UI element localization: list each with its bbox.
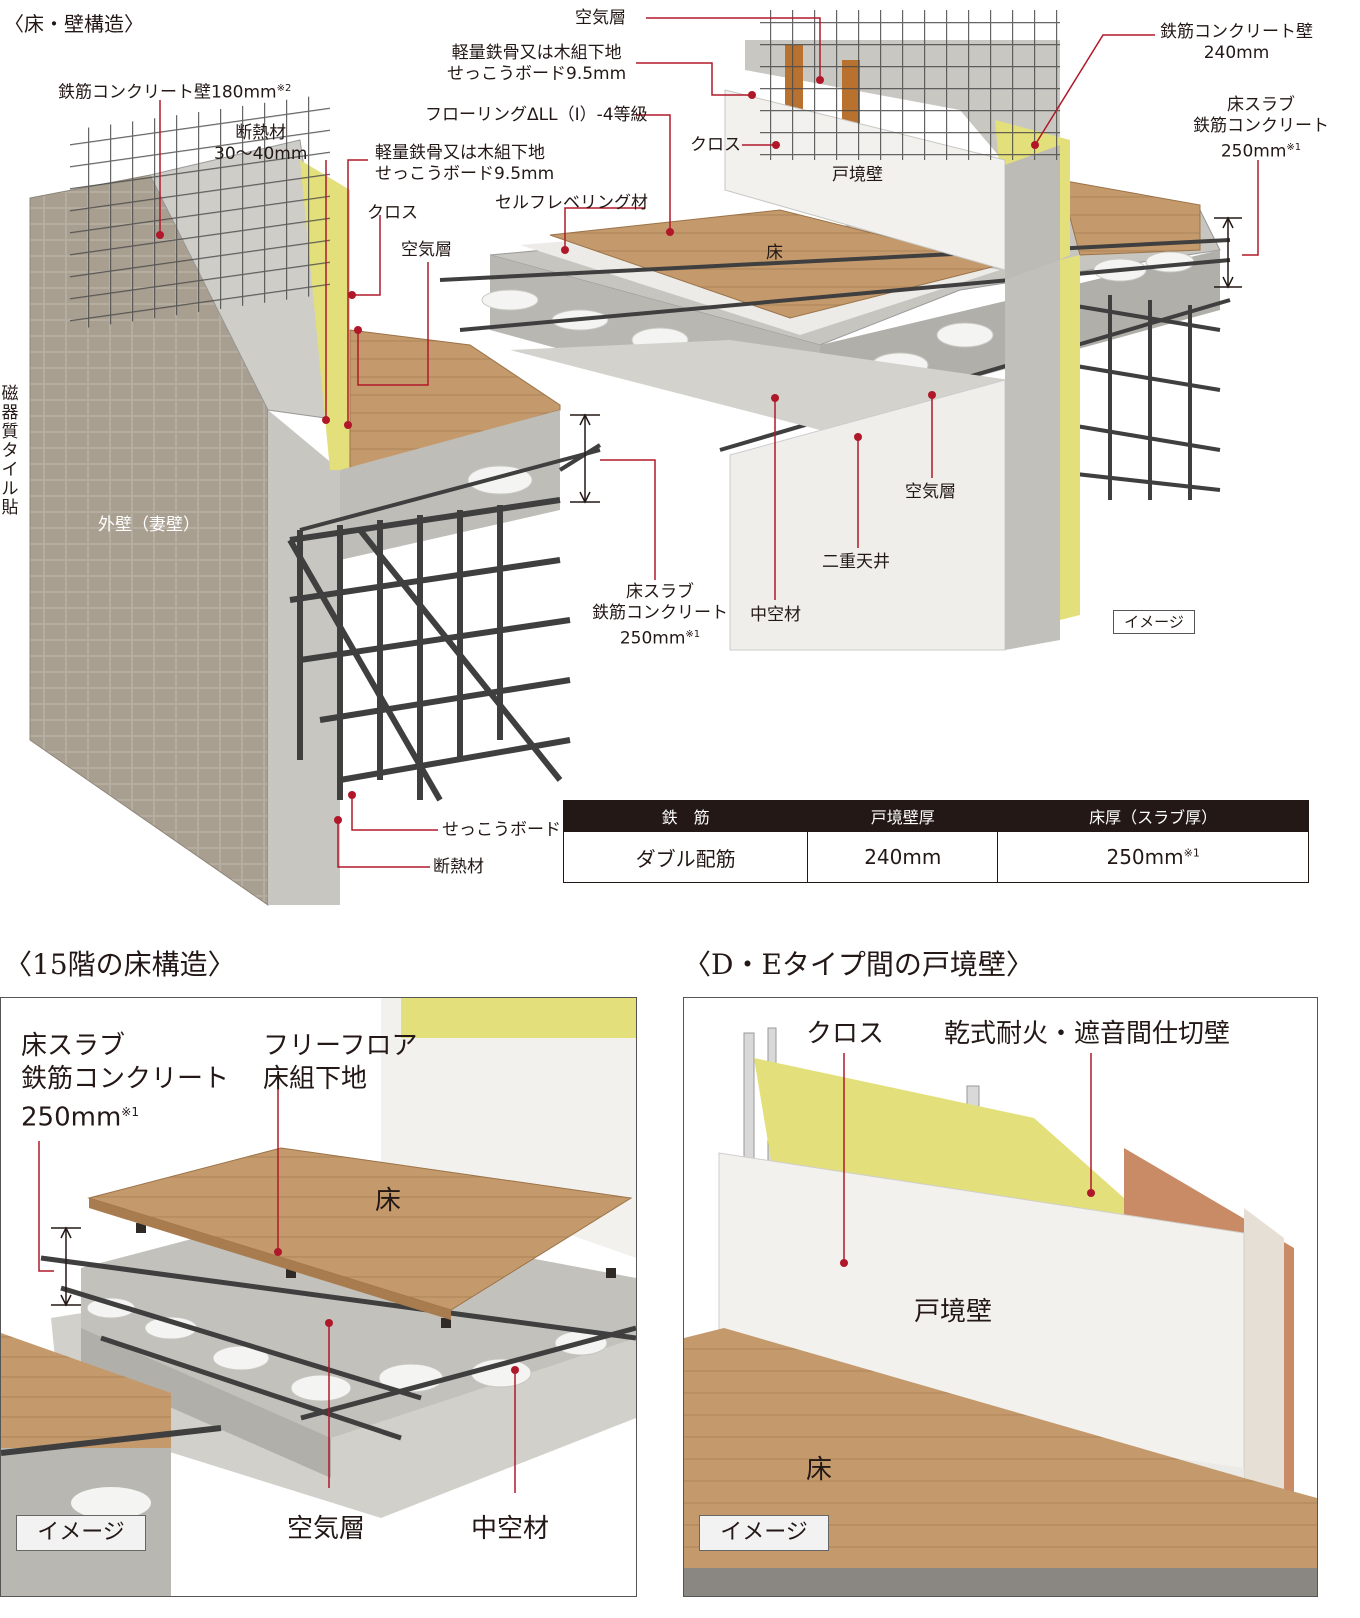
side-board-inner [1244,1208,1284,1543]
steel-stud-1 [743,1032,755,1164]
dim-left-slab [570,413,600,504]
left-floor-wood [349,329,561,471]
floor-wall-illustration [29,10,1259,906]
image-badge-15f: イメージ [16,1515,146,1551]
vertical-label-tile: 磁器質タイル貼 [1,384,19,518]
label-de-floor: 床 [806,1455,833,1485]
boundary-wall-illustration [684,1027,1317,1596]
column-right-wall [1005,260,1060,650]
label-double-ceiling: 二重天井 [822,552,890,572]
label-self-leveling: セルフレベリング材 [495,193,648,213]
dim-15f [51,1226,81,1307]
label-15f-slab: 床スラブ 鉄筋コンクリート 250mm※1 [21,1031,230,1133]
label-slab-left: 床スラブ 鉄筋コンクリート 250mm※1 [592,582,728,649]
label-air-layer-ceiling: 空気層 [905,482,956,502]
section-title-de: 〈D・Eタイプ間の戸境壁〉 [683,948,1034,981]
label-de-boundary-wall: 戸境壁 [914,1297,993,1327]
label-15f-hollow: 中空材 [471,1514,550,1544]
rebar-mesh-left [70,93,330,331]
floor-plate-edge [89,1198,451,1320]
spec-table-row: ダブル配筋 240mm 250mm※1 [562,831,1309,883]
leader-lines-15f [38,1078,516,1493]
spec-header-floor: 床厚（スラブ厚） [997,800,1309,832]
label-slab-right: 床スラブ 鉄筋コンクリート 250mm※1 [1193,95,1329,162]
floor-wood-de [684,1328,1317,1596]
label-gypsum-board: せっこうボード [442,820,561,840]
rebar-15f [40,1255,636,1441]
label-rc-wall-240: 鉄筋コンクリート壁 240mm [1160,22,1313,63]
label-15f-floor: 床 [375,1186,402,1216]
panel-15f: 床スラブ 鉄筋コンクリート 250mm※1 フリーフロア 床組下地 床 空気層 … [0,997,637,1597]
label-air-layer-top: 空気層 [575,8,626,28]
spec-cell-floor: 250mm※1 [997,831,1309,883]
label-15f-free-floor: フリーフロア 床組下地 [263,1031,418,1094]
slab-front [81,1328,331,1478]
section-title-15f: 〈15階の床構造〉 [4,948,236,981]
floor-edge-de [684,1568,1317,1596]
panel-de: クロス 乾式耐火・遮音間仕切壁 戸境壁 床 イメージ [683,997,1318,1597]
floor-supports [136,1223,616,1328]
label-cloth-top: クロス [690,135,741,155]
spec-table-header-row: 鉄 筋 戸境壁厚 床厚（スラブ厚） [562,800,1309,832]
label-rc-wall-180: 鉄筋コンクリート壁180mm※2 [58,82,292,103]
label-exterior-wall: 外壁（妻壁） [98,515,200,535]
rebar-mesh-top [760,10,1060,160]
label-de-cloth: クロス [806,1019,885,1049]
spec-header-rebar: 鉄 筋 [562,800,809,832]
leader-lines [159,17,1259,868]
right-floor-wood-far [1059,179,1201,256]
leader-lines-de [843,1053,1092,1263]
label-insulation: 断熱材 30〜40mm [214,123,308,164]
label-de-dry-wall: 乾式耐火・遮音間仕切壁 [944,1019,1231,1049]
label-flooring: フローリングΔLL（Ⅰ）-4等級 [425,105,648,125]
double-ceiling [510,340,1010,430]
image-badge-de: イメージ [699,1515,829,1551]
image-badge-main: イメージ [1113,610,1195,634]
spec-header-wall: 戸境壁厚 [807,800,999,832]
back-insulation [401,998,636,1038]
spec-table: 鉄 筋 戸境壁厚 床厚（スラブ厚） ダブル配筋 240mm 250mm※1 [562,800,1309,883]
column-insulation [1060,255,1080,620]
dim-right-slab [1214,216,1242,289]
label-15f-air-layer: 空気層 [287,1514,366,1544]
label-lgs-board-left: 軽量鉄骨又は木組下地 せっこうボード9.5mm [375,143,555,184]
beam-rebar-cage [287,497,571,802]
label-cloth-left: クロス [367,203,418,223]
label-floor: 床 [766,243,783,263]
label-boundary-wall: 戸境壁 [832,165,883,185]
label-insulation-bottom: 断熱材 [433,857,484,877]
label-hollow: 中空材 [750,605,801,625]
label-lgs-board-top: 軽量鉄骨又は木組下地 せっこうボード9.5mm [447,43,627,84]
label-air-layer-left: 空気層 [401,240,452,260]
leader-dots [156,76,1039,824]
section-title-floor-wall: 〈床・壁構造〉 [4,12,144,36]
floor-plate [87,1147,633,1311]
spec-cell-rebar: ダブル配筋 [562,831,809,883]
spec-cell-wall: 240mm [807,831,999,883]
